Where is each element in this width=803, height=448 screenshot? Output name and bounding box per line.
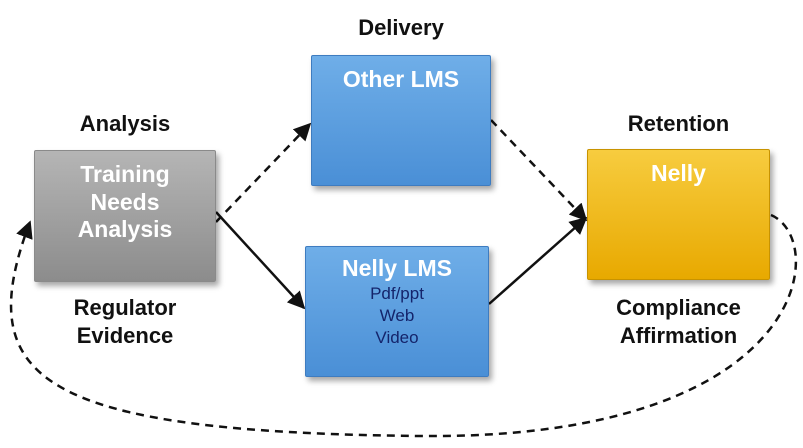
arrow-nelly-lms-to-nelly: [488, 216, 588, 305]
analysis-box: Training Needs Analysis: [34, 150, 216, 282]
compliance-caption-line-1: Compliance: [616, 295, 741, 320]
analysis-box-line-3: Analysis: [77, 216, 173, 243]
nelly-lms-box: Nelly LMS Pdf/ppt Web Video: [305, 246, 489, 377]
retention-heading: Retention: [627, 111, 730, 136]
arrow-analysis-to-other-lms: [215, 122, 312, 223]
other-lms-box: Other LMS: [311, 55, 491, 186]
compliance-caption-line-2: Affirmation: [619, 322, 738, 348]
nelly-lms-item-video: Video: [375, 327, 419, 347]
feedback-loop-arrow: [9, 213, 798, 438]
delivery-heading: Delivery: [358, 15, 444, 40]
nelly-lms-item-pdf: Pdf/ppt: [370, 283, 424, 303]
analysis-box-line-2: Needs: [90, 188, 160, 215]
other-lms-title: Other LMS: [342, 66, 460, 92]
nelly-title: Nelly: [651, 160, 706, 186]
analysis-box-line-1: Training: [80, 161, 170, 187]
analysis-heading: Analysis: [79, 111, 171, 136]
regulator-caption-line-2: Evidence: [76, 322, 174, 348]
nelly-box: Nelly: [587, 149, 770, 280]
compliance-affirmation-caption: Compliance Affirmation: [582, 294, 775, 349]
regulator-evidence-caption: Regulator Evidence: [34, 294, 216, 349]
nelly-lms-item-web: Web: [379, 305, 415, 325]
nelly-lms-title: Nelly LMS: [342, 255, 452, 281]
regulator-caption-line-1: Regulator: [73, 295, 177, 320]
arrow-other-lms-to-nelly: [490, 119, 588, 222]
arrow-analysis-to-nelly-lms: [215, 211, 306, 310]
